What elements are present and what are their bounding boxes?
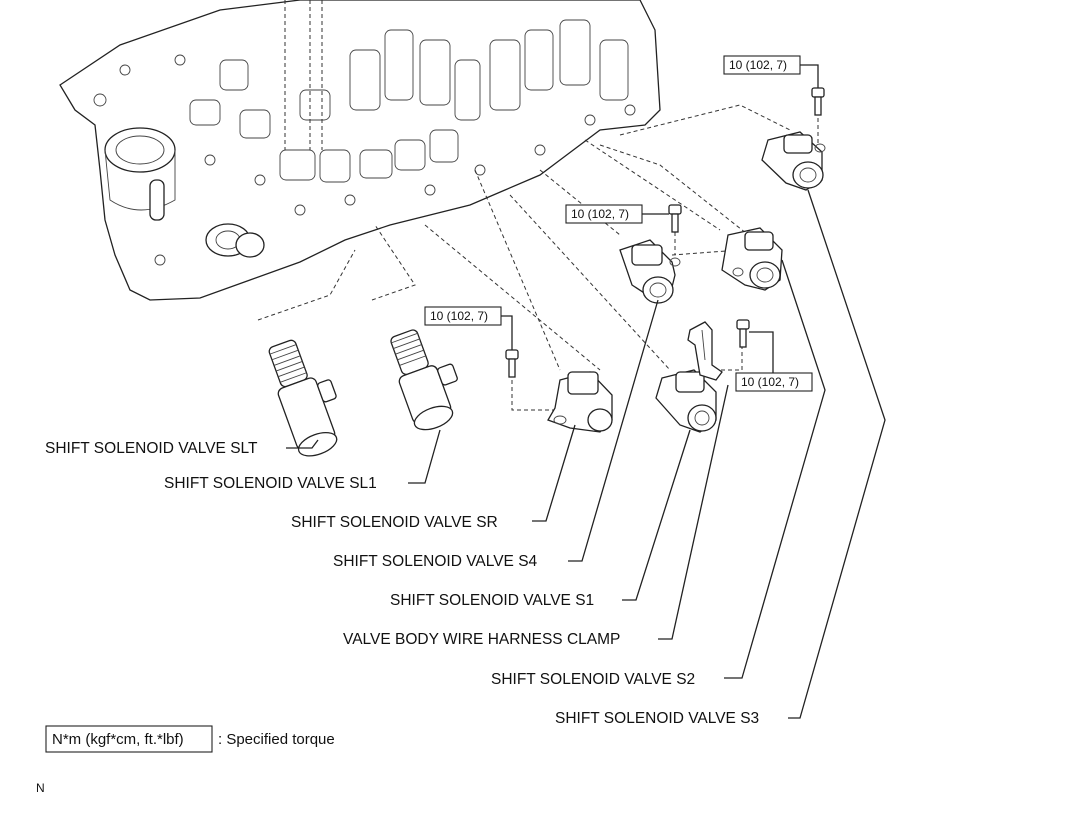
leader-lines <box>286 189 886 719</box>
wire-harness-clamp <box>687 321 723 381</box>
label-clamp: VALVE BODY WIRE HARNESS CLAMP <box>343 631 620 648</box>
torque-callout: 10 (102, 7) <box>735 331 813 392</box>
label-s2: SHIFT SOLENOID VALVE S2 <box>491 671 695 688</box>
torque-value: 10 (102, 7) <box>571 207 629 221</box>
label-slt: SHIFT SOLENOID VALVE SLT <box>45 440 258 457</box>
legend-description: : Specified torque <box>218 731 335 748</box>
bolt-icon <box>668 204 682 233</box>
valve-body <box>59 0 661 301</box>
torque-value: 10 (102, 7) <box>741 375 799 389</box>
torque-legend: N*m (kgf*cm, ft.*lbf) : Specified torque <box>45 725 335 753</box>
label-s4: SHIFT SOLENOID VALVE S4 <box>333 553 538 570</box>
label-s1: SHIFT SOLENOID VALVE S1 <box>390 592 594 609</box>
corner-mark: N <box>36 781 45 795</box>
torque-callout: 10 (102, 7) <box>723 55 819 88</box>
solenoid-s1 <box>655 369 717 433</box>
alignment-lines <box>257 104 819 411</box>
solenoid-s4 <box>619 239 681 304</box>
solenoid-s3 <box>761 131 826 191</box>
solenoid-slt <box>268 339 338 457</box>
torque-value: 10 (102, 7) <box>729 58 787 72</box>
legend-unit: N*m (kgf*cm, ft.*lbf) <box>52 731 184 748</box>
label-sl1: SHIFT SOLENOID VALVE SL1 <box>164 475 377 492</box>
bolt-icon <box>505 349 519 378</box>
torque-callout: 10 (102, 7) <box>565 204 669 224</box>
label-sr: SHIFT SOLENOID VALVE SR <box>291 514 498 531</box>
torque-value: 10 (102, 7) <box>430 309 488 323</box>
bolt-icon <box>811 87 825 116</box>
bolt-icon <box>736 319 750 348</box>
solenoid-s2 <box>721 227 783 291</box>
torque-callout: 10 (102, 7) <box>424 306 513 350</box>
label-s3: SHIFT SOLENOID VALVE S3 <box>555 710 759 727</box>
solenoid-sl1 <box>390 329 458 431</box>
solenoid-sr <box>547 371 613 433</box>
